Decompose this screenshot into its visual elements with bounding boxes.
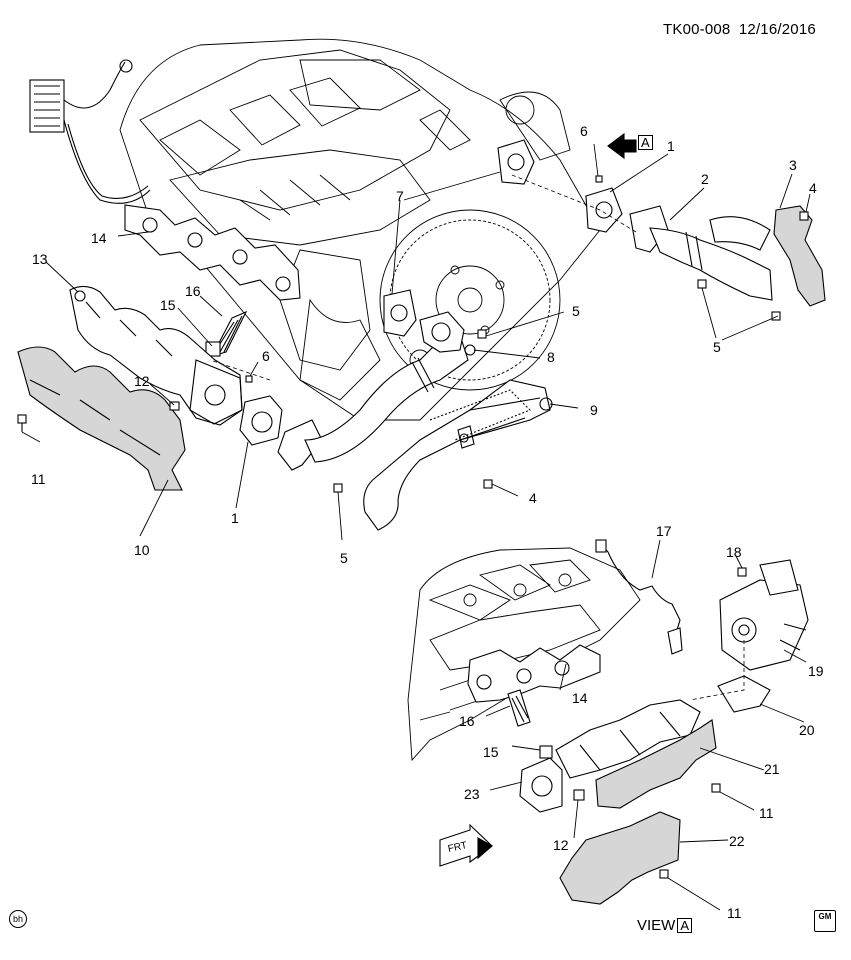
lower-heat-shield <box>559 811 681 905</box>
egr-valve <box>719 559 809 671</box>
engine-block-view-a <box>407 547 641 762</box>
gasket-bolt-right <box>595 175 603 183</box>
exhaust-manifold-nut-stud-lower <box>539 745 553 759</box>
exhaust-manifold-heat-shield-right <box>595 719 717 809</box>
drawing-date: 12/16/2016 <box>738 21 816 38</box>
callout-9: 9 <box>590 402 598 418</box>
front-arrow <box>439 823 493 867</box>
wiring-harness <box>29 59 151 204</box>
exhaust-crossover-pipe <box>277 311 469 471</box>
callout-10: 10 <box>134 542 150 558</box>
alignment-lines <box>209 174 637 381</box>
view-label-letter: A <box>677 918 693 933</box>
exhaust-manifold-gasket-lower <box>467 644 601 703</box>
heat-shield-bolt-right <box>711 783 721 793</box>
heat-shield-bolt-lower <box>659 869 669 879</box>
view-label-text: VIEW <box>637 917 676 934</box>
callout-11-lower: 11 <box>727 905 742 921</box>
callout-13: 13 <box>32 251 48 267</box>
callout-11-right: 11 <box>759 805 774 821</box>
callout-22: 22 <box>729 833 745 849</box>
exhaust-manifold-flange <box>519 757 563 813</box>
exhaust-pipe-gasket-left <box>239 395 283 446</box>
gasket-bolt-left <box>245 375 253 383</box>
exhaust-manifold-stud-lower <box>507 689 531 727</box>
egr-alignment-line <box>689 640 745 701</box>
callout-2: 2 <box>701 171 709 187</box>
callout-16-upper: 16 <box>185 283 201 299</box>
callout-12-upper: 12 <box>134 373 150 389</box>
exhaust-pipe-right <box>629 205 773 301</box>
callout-17: 17 <box>656 523 672 539</box>
exhaust-manifold-nut-stud <box>205 341 221 357</box>
callout-4-upper: 4 <box>809 180 817 196</box>
callout-12-lower: 12 <box>553 837 569 853</box>
exhaust-manifold-left <box>69 285 243 426</box>
callout-21: 21 <box>764 761 780 777</box>
oxygen-sensor <box>595 539 683 655</box>
exhaust-manifold-right <box>555 699 701 779</box>
drawing-code: TK00-008 12/16/2016 <box>663 21 816 38</box>
callout-4-lower: 4 <box>529 490 537 506</box>
engine-block-upper <box>119 38 601 421</box>
pipe-bolt-lower <box>333 483 343 493</box>
callout-leaders <box>21 143 811 911</box>
callout-5-right: 5 <box>713 339 721 355</box>
callout-14-upper: 14 <box>91 230 107 246</box>
callout-6-left: 6 <box>262 348 270 364</box>
heat-shield-bolt-upper <box>17 414 27 432</box>
pipe-bolt-center <box>477 329 487 339</box>
pipe-flange-right <box>464 344 476 356</box>
exhaust-pipe-gasket-right <box>585 187 623 233</box>
view-a-marker: A <box>636 135 653 150</box>
drawing-number: TK00-008 <box>663 21 731 38</box>
egr-valve-gasket <box>717 675 771 713</box>
callout-18: 18 <box>726 544 742 560</box>
corner-mark-circle: bh <box>9 910 27 928</box>
callout-20: 20 <box>799 722 815 738</box>
callout-3: 3 <box>789 157 797 173</box>
heat-shield-bolt-top <box>799 211 809 221</box>
manifold-nut-lower <box>573 789 585 801</box>
callout-14-lower: 14 <box>572 690 588 706</box>
callout-5-center: 5 <box>572 303 580 319</box>
callout-1-left: 1 <box>231 510 239 526</box>
pipe-bolt-upper <box>697 279 707 289</box>
callout-6-right: 6 <box>580 123 588 139</box>
manifold-nut-upper <box>169 401 180 411</box>
callout-7: 7 <box>396 188 404 204</box>
pipe-bolt-rear <box>771 311 781 321</box>
callout-16-lower: 16 <box>459 713 475 729</box>
egr-valve-bolt <box>737 567 747 577</box>
exhaust-pipe-gasket-center <box>383 289 417 337</box>
callout-15-upper: 15 <box>160 297 176 313</box>
view-a-box: A <box>638 135 653 150</box>
callout-8: 8 <box>547 349 555 365</box>
callout-15-lower: 15 <box>483 744 499 760</box>
callout-11-upper: 11 <box>31 471 46 487</box>
exhaust-pipe-heat-shield <box>773 205 826 307</box>
callout-1-right: 1 <box>667 138 675 154</box>
callout-23: 23 <box>464 786 480 802</box>
exhaust-manifold-heat-shield-left <box>17 346 186 491</box>
exhaust-pipe-gasket-rear <box>497 139 535 185</box>
callout-19: 19 <box>808 663 824 679</box>
gm-logo: GM <box>814 910 836 932</box>
converter-bolt <box>483 479 493 489</box>
exhaust-manifold-gasket-upper <box>124 204 301 301</box>
view-direction-arrow <box>607 132 637 160</box>
callout-5-lower: 5 <box>340 550 348 566</box>
